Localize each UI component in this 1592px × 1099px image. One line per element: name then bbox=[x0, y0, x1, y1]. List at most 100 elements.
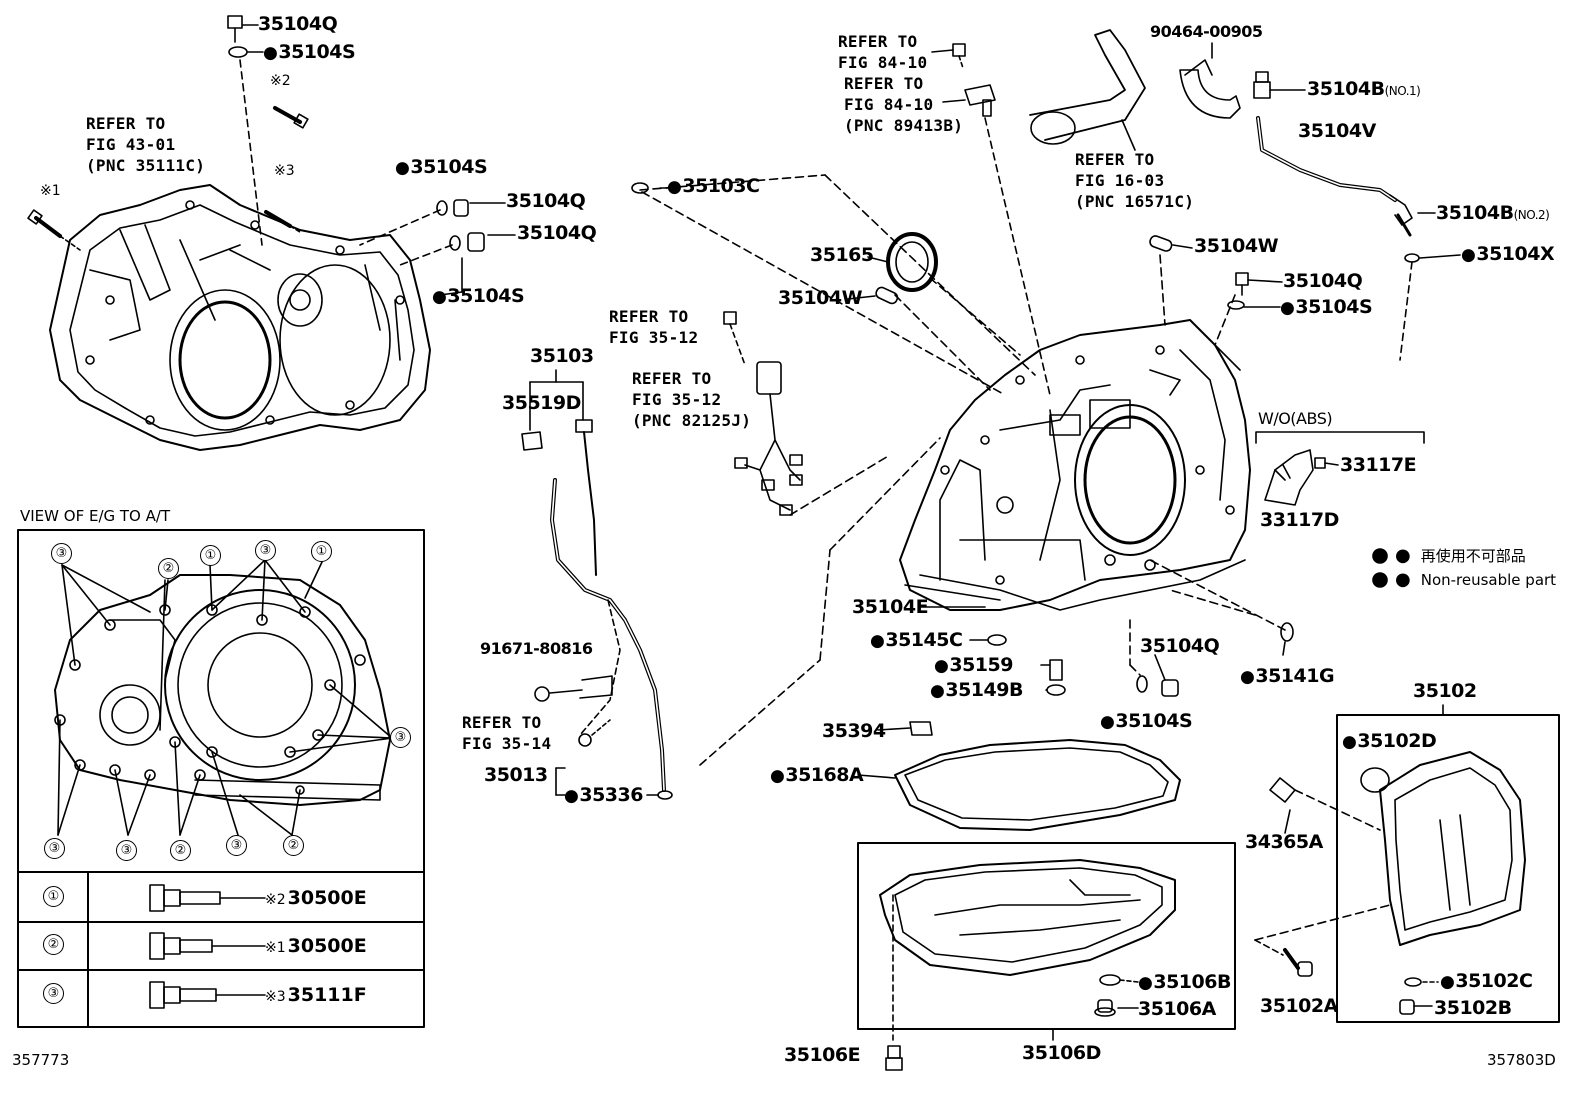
label-35394: 35394 bbox=[822, 720, 886, 742]
label-34365A: 34365A bbox=[1245, 831, 1323, 853]
label-35106A: 35106A bbox=[1138, 998, 1216, 1020]
oil-pan-gasket bbox=[857, 739, 1181, 831]
ref-mark-3-a: ※3 bbox=[274, 163, 295, 179]
label-33117D: 33117D bbox=[1260, 509, 1339, 531]
legend-dot-en bbox=[1372, 572, 1388, 588]
label-35013: 35013 bbox=[484, 764, 548, 786]
view-mark-2-c: ② bbox=[283, 835, 304, 856]
label-35104W-b: 35104W bbox=[1194, 235, 1279, 257]
note-refer-35c-line2: FIG 35-14 bbox=[462, 734, 552, 753]
label-33117E: 33117E bbox=[1340, 454, 1417, 476]
note-refer-16-line1: REFER TO bbox=[1075, 150, 1155, 169]
label-35104Q-a: 35104Q bbox=[506, 190, 586, 212]
view-box bbox=[17, 529, 425, 1028]
table-row3-mark: ③ bbox=[43, 983, 64, 1004]
label-35104Q-top: 35104Q bbox=[258, 13, 338, 35]
legend-en-text: Non-reusable part bbox=[1420, 571, 1557, 589]
label-35165: 35165 bbox=[810, 244, 874, 266]
note-refer-35a-line1: REFER TO bbox=[609, 307, 689, 326]
note-refer-43-line2: FIG 43-01 bbox=[86, 135, 176, 154]
oil-pan-box bbox=[857, 842, 1236, 1071]
label-wo-abs: W/O(ABS) bbox=[1258, 409, 1333, 428]
label-35104Q-c: 35104Q bbox=[1283, 270, 1363, 292]
label-35106E: 35106E bbox=[784, 1044, 861, 1066]
side-cover-loose bbox=[1254, 777, 1391, 977]
view-mark-1-a: ① bbox=[200, 545, 221, 566]
view-mark-3-b: ③ bbox=[255, 540, 276, 561]
label-35104S-b: 35104S bbox=[432, 286, 524, 307]
note-refer-35a-line2: FIG 35-12 bbox=[609, 328, 699, 347]
label-35104S-d: 35104S bbox=[1100, 711, 1192, 732]
plugs-35104Q-left bbox=[359, 199, 485, 296]
label-35104B-no1-suffix: (NO.1) bbox=[1384, 84, 1421, 98]
view-mark-3-d: ③ bbox=[44, 838, 65, 859]
note-refer-84b-line3: (PNC 89413B) bbox=[844, 116, 964, 135]
view-mark-3-e: ③ bbox=[116, 840, 137, 861]
note-refer-35c-line1: REFER TO bbox=[462, 713, 542, 732]
label-35104W-a: 35104W bbox=[778, 287, 863, 309]
abs-bracket bbox=[1255, 431, 1425, 506]
figure-number-left: 357773 bbox=[12, 1051, 70, 1069]
transmission-case bbox=[899, 319, 1251, 611]
label-35159: 35159 bbox=[934, 655, 1013, 676]
legend-jp: 再使用不可部品 bbox=[1395, 545, 1526, 566]
legend-jp-text: 再使用不可部品 bbox=[1420, 547, 1526, 565]
note-refer-35b-line2: FIG 35-12 bbox=[632, 390, 722, 409]
speed-sensor bbox=[952, 43, 1051, 396]
table-row2-ref: ※1 bbox=[265, 940, 286, 956]
label-35102: 35102 bbox=[1413, 680, 1477, 702]
label-35106D: 35106D bbox=[1022, 1042, 1101, 1064]
note-refer-84b-line1: REFER TO bbox=[844, 74, 924, 93]
label-35104V: 35104V bbox=[1298, 120, 1376, 142]
label-91671-80816: 91671-80816 bbox=[480, 639, 593, 658]
note-refer-84b-line2: FIG 84-10 bbox=[844, 95, 934, 114]
note-refer-35b-line1: REFER TO bbox=[632, 369, 712, 388]
label-35104B-no2: 35104B(NO.2) bbox=[1436, 203, 1550, 225]
label-35104B-no1: 35104B(NO.1) bbox=[1307, 78, 1421, 101]
note-refer-84a-line2: FIG 84-10 bbox=[838, 53, 928, 72]
label-35102A: 35102A bbox=[1260, 995, 1338, 1017]
view-mark-1-b: ① bbox=[311, 541, 332, 562]
label-35102B: 35102B bbox=[1434, 997, 1512, 1019]
note-refer-43-line3: (PNC 35111C) bbox=[86, 156, 206, 175]
label-35103: 35103 bbox=[530, 345, 594, 367]
view-mark-2-b: ② bbox=[170, 840, 191, 861]
label-35104S-top: 35104S bbox=[263, 42, 355, 63]
view-mark-3-c: ③ bbox=[390, 727, 411, 748]
wire-harness bbox=[723, 311, 891, 516]
note-refer-35b-line3: (PNC 82125J) bbox=[632, 411, 752, 430]
label-35104Q-b: 35104Q bbox=[517, 222, 597, 244]
label-35104X: 35104X bbox=[1461, 244, 1554, 265]
label-35104B-no1-part: 35104B bbox=[1307, 78, 1385, 100]
ref-mark-2-a: ※2 bbox=[270, 73, 291, 89]
ref-mark-1-a: ※1 bbox=[40, 183, 61, 199]
breather-hose bbox=[1029, 29, 1241, 151]
label-35104S-a: 35104S bbox=[395, 157, 487, 178]
label-35336: 35336 bbox=[564, 785, 643, 806]
note-refer-43-line1: REFER TO bbox=[86, 114, 166, 133]
oil-level-gauge bbox=[521, 369, 673, 800]
label-35102C: 35102C bbox=[1440, 971, 1533, 992]
label-35104E: 35104E bbox=[852, 596, 929, 618]
legend-dot-jp bbox=[1372, 548, 1388, 564]
legend-en: Non-reusable part bbox=[1395, 569, 1556, 590]
label-35102D: 35102D bbox=[1342, 731, 1436, 752]
bolt-ref3 bbox=[264, 210, 301, 233]
label-35104Q-d: 35104Q bbox=[1140, 635, 1220, 657]
note-refer-84a-line1: REFER TO bbox=[838, 32, 918, 51]
case-leader-lines bbox=[639, 174, 1286, 766]
label-35145C: 35145C bbox=[870, 630, 963, 651]
label-35141G: 35141G bbox=[1240, 666, 1334, 687]
note-refer-16-line3: (PNC 16571C) bbox=[1075, 192, 1195, 211]
table-row2-mark: ② bbox=[43, 934, 64, 955]
table-row3-ref: ※3 bbox=[265, 989, 286, 1005]
view-mark-2-a: ② bbox=[158, 558, 179, 579]
label-35104B-no2-suffix: (NO.2) bbox=[1513, 208, 1550, 222]
view-mark-3-a: ③ bbox=[51, 543, 72, 564]
note-refer-16-line2: FIG 16-03 bbox=[1075, 171, 1165, 190]
